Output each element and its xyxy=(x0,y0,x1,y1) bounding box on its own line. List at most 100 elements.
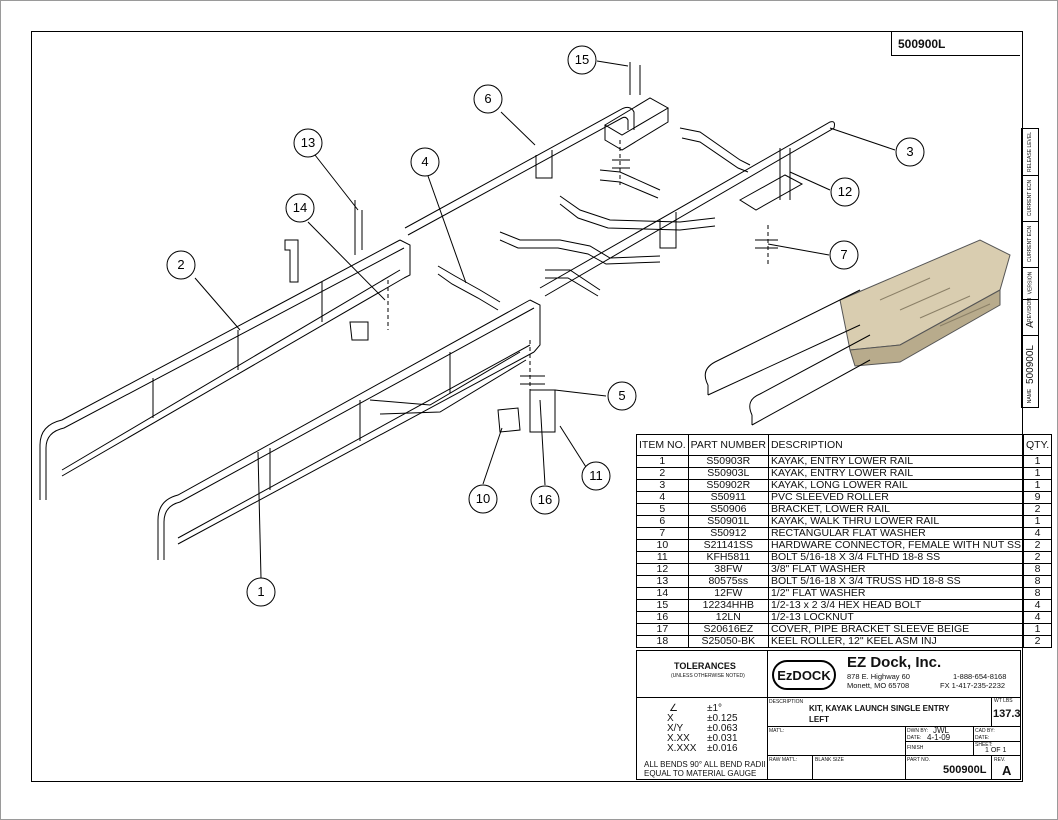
bom-item-no: 12 xyxy=(636,563,689,576)
part-no-value: 500900L xyxy=(943,764,987,776)
svg-text:12: 12 xyxy=(838,184,852,199)
long-lower-rail xyxy=(539,121,835,297)
callout-5: 5 xyxy=(607,381,637,411)
company-name: EZ Dock, Inc. xyxy=(847,654,942,671)
bom-item-no: 2 xyxy=(636,467,689,480)
callout-11: 11 xyxy=(581,461,611,491)
bom-description: HARDWARE CONNECTOR, FEMALE WITH NUT SS xyxy=(767,539,1025,552)
tolerance-label: ∠ xyxy=(669,703,678,714)
bom-item-no: 13 xyxy=(636,575,689,588)
callout-3: 3 xyxy=(895,137,925,167)
svg-text:1: 1 xyxy=(257,584,264,599)
bom-description: BRACKET, LOWER RAIL xyxy=(767,503,1025,516)
bom-qty: 1 xyxy=(1023,467,1053,480)
bom-description: KEEL ROLLER, 12" KEEL ASM INJ xyxy=(767,635,1025,648)
description-line-1: KIT, KAYAK LAUNCH SINGLE ENTRY xyxy=(809,704,950,713)
svg-text:16: 16 xyxy=(538,492,552,507)
svg-text:7: 7 xyxy=(840,247,847,262)
assembly-preview xyxy=(704,239,1011,426)
tolerance-value: ±0.063 xyxy=(707,723,738,734)
ez-dock-logo: EzDOCK xyxy=(772,660,836,690)
bom-item-no: 3 xyxy=(636,479,689,492)
bom-item-no: 16 xyxy=(636,611,689,624)
tolerance-value: ±0.016 xyxy=(707,743,738,754)
bom-description: 1/2-13 LOCKNUT xyxy=(767,611,1025,624)
sheet-label: SHEET: xyxy=(975,742,993,748)
callout-16: 16 xyxy=(530,485,560,515)
callout-15: 15 xyxy=(567,45,597,75)
bom-description: 1/2" FLAT WASHER xyxy=(767,587,1025,600)
sheet-value: 1 OF 1 xyxy=(985,747,1007,754)
bom-part-number: S25050-BK xyxy=(687,635,769,648)
bom-item-no: 17 xyxy=(636,623,689,636)
hardware-parts xyxy=(284,62,791,433)
dwn-by-label: DWN BY: xyxy=(907,728,929,734)
bom-qty: 1 xyxy=(1023,479,1053,492)
date-label: DATE: xyxy=(907,735,922,741)
bom-part-number: S50906 xyxy=(687,503,769,516)
cad-by-label: CAD BY: xyxy=(975,728,995,734)
bom-qty: 8 xyxy=(1023,563,1053,576)
address-line-1: 878 E. Highway 60 xyxy=(847,672,910,681)
bom-part-number: 80575ss xyxy=(687,575,769,588)
bom-part-number: S50902R xyxy=(687,479,769,492)
raw-matl-label: RAW MAT'L: xyxy=(769,757,798,763)
finish-label: FINISH xyxy=(907,745,924,751)
svg-text:13: 13 xyxy=(301,135,315,150)
bends-note-2: EQUAL TO MATERIAL GAUGE xyxy=(644,769,757,778)
bom-description: KAYAK, ENTRY LOWER RAIL xyxy=(767,467,1025,480)
date-value: 4-1-09 xyxy=(927,733,951,742)
bom-qty: 2 xyxy=(1023,539,1053,552)
bom-description: PVC SLEEVED ROLLER xyxy=(767,491,1025,504)
address-line-2: Monett, MO 65708 xyxy=(847,681,910,690)
bom-item-no: 18 xyxy=(636,635,689,648)
bom-item-no: 11 xyxy=(636,551,689,564)
tolerance-label: X xyxy=(667,713,674,724)
svg-text:11: 11 xyxy=(589,468,603,483)
tolerance-label: X.XXX xyxy=(667,743,697,754)
svg-text:14: 14 xyxy=(293,200,307,215)
bends-note-1: ALL BENDS 90° ALL BEND RADII xyxy=(644,760,766,769)
tolerances-subtitle: (UNLESS OTHERWISE NOTED) xyxy=(671,673,745,679)
bom-part-number: S50903R xyxy=(687,455,769,468)
callout-12: 12 xyxy=(830,177,860,207)
part-no-label: PART NO. xyxy=(907,757,931,763)
bom-item-no: 6 xyxy=(636,515,689,528)
entry-lower-rail-right xyxy=(157,299,541,560)
svg-text:5: 5 xyxy=(618,388,625,403)
title-block: TOLERANCES (UNLESS OTHERWISE NOTED) ∠±1°… xyxy=(636,650,1021,780)
weight-value: 137.3 xyxy=(993,708,1021,720)
bom-item-no: 14 xyxy=(636,587,689,600)
svg-text:10: 10 xyxy=(476,491,490,506)
tolerance-label: X/Y xyxy=(667,723,684,734)
bom-item-no: 10 xyxy=(636,539,689,552)
tolerance-value: ±1° xyxy=(707,703,723,714)
pvc-sleeved-rollers xyxy=(437,127,751,311)
bom-item-no: 4 xyxy=(636,491,689,504)
tolerance-value: ±0.125 xyxy=(707,713,738,724)
description-label: DESCRIPTION xyxy=(769,699,804,705)
callout-1: 1 xyxy=(246,577,276,607)
drawing-number-top: 500900L xyxy=(891,32,1020,56)
dwn-by-value: JWL xyxy=(933,726,949,735)
bom-qty: 8 xyxy=(1023,587,1053,600)
bom-header-row: ITEM NO. PART NUMBER DESCRIPTION QTY. xyxy=(636,434,1053,456)
bom-qty: 4 xyxy=(1023,611,1053,624)
revision-strip: RELEASE LEVEL CURRENT ECN CURRENT ECN VE… xyxy=(1021,128,1039,408)
bom-description: RECTANGULAR FLAT WASHER xyxy=(767,527,1025,540)
drawing-border xyxy=(31,31,1023,782)
svg-text:2: 2 xyxy=(177,257,184,272)
rev-label: REV. xyxy=(994,757,1006,763)
bom-description: KAYAK, ENTRY LOWER RAIL xyxy=(767,455,1025,468)
svg-text:15: 15 xyxy=(575,52,589,67)
